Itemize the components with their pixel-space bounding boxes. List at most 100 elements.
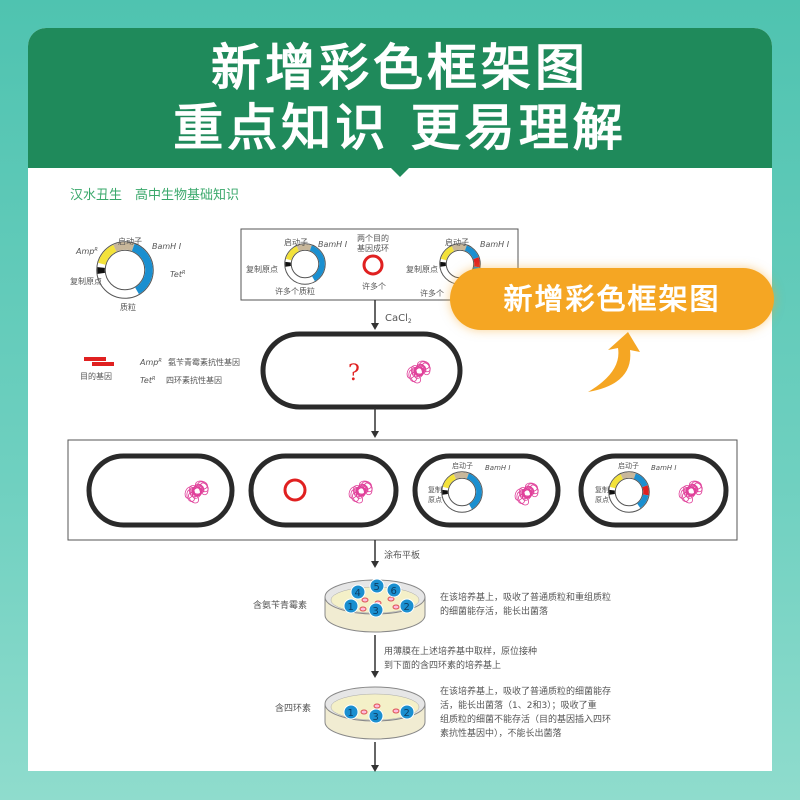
colony — [368, 708, 384, 724]
colony — [386, 582, 402, 598]
ori-label: 复制 — [595, 485, 609, 494]
arrow-head-icon — [371, 671, 379, 678]
ori-label: 复制原点 — [246, 264, 278, 274]
banner-subtitle: 重点知识 更易理解 — [173, 99, 627, 157]
chromosome-loop — [522, 488, 533, 501]
chromosome-loop — [419, 361, 431, 373]
bacterium-cell — [260, 331, 463, 410]
plasmid-segment — [309, 245, 325, 282]
book-page-card: 新增彩色框架图 重点知识 更易理解 — [28, 28, 772, 771]
bacterium-cell — [86, 453, 235, 528]
dish2-desc: 活，能长出菌落（1、2和3）；吸收了重 — [440, 699, 597, 711]
dish2-desc: 在该培养基上，吸收了普通质粒的细菌能存 — [440, 685, 611, 697]
bacterial-chromosome — [348, 480, 373, 504]
arrow-head-icon — [371, 561, 379, 568]
small-colony — [392, 708, 400, 714]
ori-label: 复制原点 — [406, 264, 438, 274]
bacterial-chromosome — [406, 360, 431, 384]
colony-number: 1 — [348, 708, 354, 719]
small-colony — [359, 606, 367, 612]
bacterial-chromosome — [678, 480, 703, 504]
small-colony — [361, 597, 369, 603]
legend-amp-desc: 氨苄青霉素抗性基因 — [168, 357, 240, 367]
dish1-desc: 在该培养基上，吸收了普通质粒和重组质粒 — [440, 591, 611, 603]
plasmid-segment — [451, 244, 467, 252]
promoter-label: 启动子 — [452, 461, 473, 470]
banner-notch — [390, 167, 410, 177]
colony — [343, 598, 359, 614]
plasmid-segment — [453, 472, 469, 480]
plasmid-segment — [285, 246, 300, 261]
bamh-label: BamH Ⅰ — [651, 464, 676, 472]
superscript: R — [152, 376, 155, 382]
ring-label-1: 两个目的 — [357, 233, 389, 243]
plasmid-segment — [609, 474, 624, 489]
plasmid-segment — [633, 473, 648, 488]
ring-label-2: 基因成环 — [357, 243, 389, 253]
target-gene-bar-icon — [92, 362, 114, 366]
colony — [343, 704, 359, 720]
bamh-label: BamH Ⅰ — [480, 240, 510, 249]
transformation-box — [67, 439, 738, 541]
ori-label: 原点 — [428, 496, 442, 504]
colony-number: 5 — [374, 582, 380, 593]
chromosome-loop — [361, 481, 373, 493]
banner-title: 新增彩色框架图 — [211, 39, 589, 97]
small-colony — [373, 703, 381, 709]
superscript: R — [158, 358, 161, 364]
plasmid-segment — [464, 245, 479, 260]
colony-number: 6 — [391, 586, 397, 597]
promoter-label: 启动子 — [618, 461, 639, 470]
colony-number: 2 — [404, 708, 410, 719]
bamh-label: BamH Ⅰ — [152, 242, 182, 251]
dish2-desc: 组质粒的细菌不能存活（目的基因插入四环 — [440, 713, 611, 725]
target-gene-ring — [283, 478, 307, 502]
legend-target-gene: 目的基因 — [80, 371, 112, 381]
colony-number: 1 — [348, 602, 354, 613]
colony-number: 3 — [373, 712, 379, 723]
dish2-desc: 素抗性基因中），不能长出菌落 — [440, 727, 562, 739]
transfer-text: 用薄膜在上述培养基中取样，原位接种 — [384, 645, 537, 657]
chromosome-loop — [197, 481, 209, 493]
legend-tet-name: TetR — [140, 376, 155, 385]
chromosome-loop — [195, 480, 208, 490]
plasmid-segment — [131, 243, 153, 295]
arrow-head-icon — [371, 431, 379, 438]
chromosome-loop — [686, 486, 697, 499]
cacl2-label: CaCl2 — [385, 313, 412, 325]
colony-number: 2 — [404, 602, 410, 613]
many-label: 许多个 — [420, 288, 444, 298]
promoter-label: 启动子 — [445, 237, 469, 247]
input-box — [240, 228, 519, 301]
bacterial-chromosome — [514, 482, 539, 506]
plasmid-segment — [98, 244, 117, 266]
target-gene-bar-icon — [84, 357, 106, 361]
gene-name: Tet — [140, 376, 153, 385]
many-rings-label: 许多个 — [362, 281, 386, 291]
page-header: 汉水丑生 高中生物基础知识 — [70, 187, 239, 203]
cacl-text: CaCl — [385, 313, 408, 324]
plasmid-segment — [642, 485, 649, 496]
plasmid-segment — [296, 244, 312, 252]
small-colony — [392, 604, 400, 610]
bamh-label: BamH Ⅰ — [318, 240, 348, 249]
amp-label: AmpR — [75, 247, 98, 256]
subscript: 2 — [408, 318, 412, 325]
dish1-desc: 的细菌能存活，能长出菌落 — [440, 605, 548, 617]
chromosome-loop — [192, 486, 203, 499]
colony — [399, 704, 415, 720]
small-colony — [387, 596, 395, 602]
colony-number: 3 — [373, 606, 379, 617]
chromosome-loop — [359, 480, 372, 490]
colony — [368, 602, 384, 618]
small-colony — [360, 709, 368, 715]
plasmid-segment — [620, 472, 636, 480]
promoter-label: 启动子 — [118, 236, 142, 246]
tet-label: TetR — [170, 270, 185, 279]
arrow-head-icon — [371, 765, 379, 772]
superscript: R — [182, 270, 185, 276]
superscript: R — [94, 247, 97, 253]
gene-name: Amp — [139, 358, 158, 367]
chromosome-loop — [691, 481, 703, 493]
